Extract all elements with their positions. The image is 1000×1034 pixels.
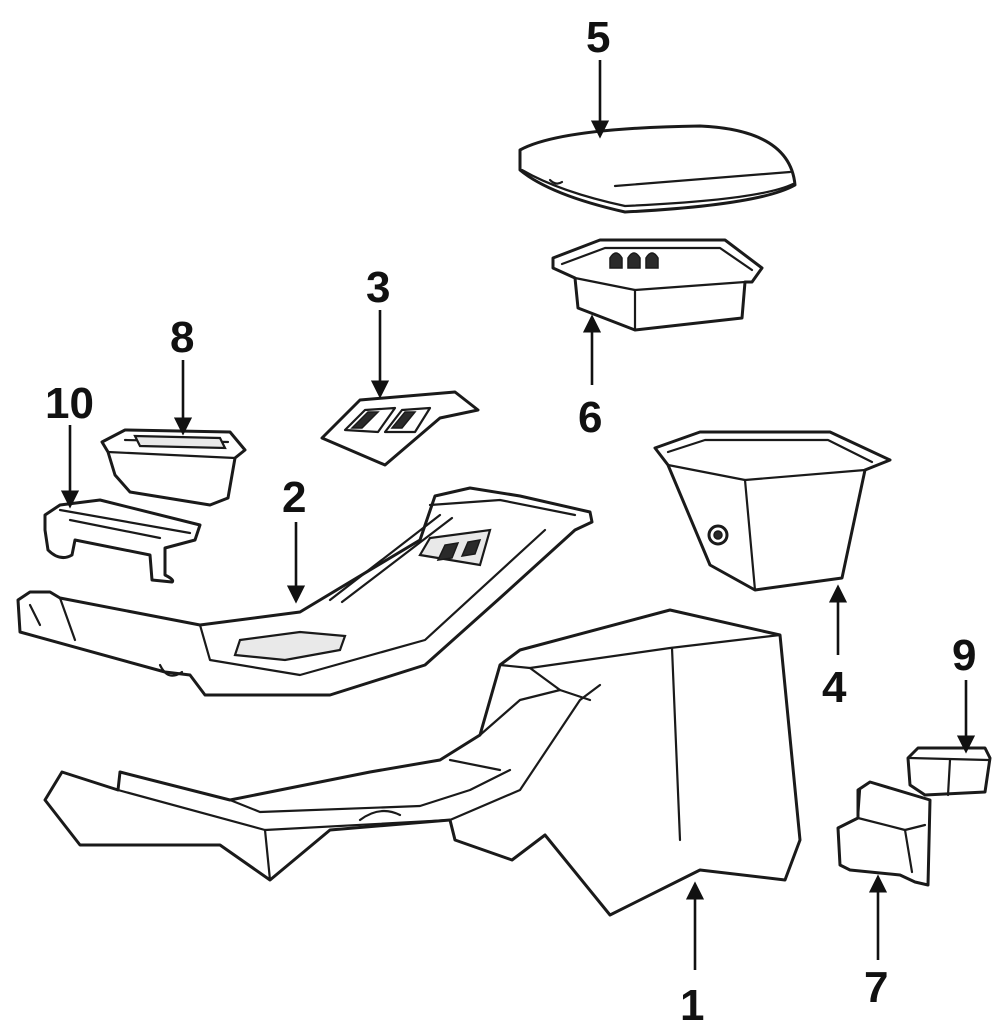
callout-3: 3 bbox=[366, 263, 390, 312]
part-2-console-top-trim[interactable] bbox=[16, 486, 594, 697]
callout-4: 4 bbox=[822, 663, 847, 712]
part-8-coin-tray[interactable] bbox=[100, 428, 247, 507]
callout-2: 2 bbox=[282, 473, 306, 522]
part-7-mount-bracket[interactable] bbox=[836, 780, 932, 887]
callout-5: 5 bbox=[586, 13, 610, 62]
part-5-armrest-lid[interactable] bbox=[518, 124, 797, 214]
part-9-small-cap[interactable] bbox=[906, 746, 992, 797]
callout-9: 9 bbox=[952, 631, 976, 680]
callout-8: 8 bbox=[170, 313, 194, 362]
callout-6: 6 bbox=[578, 393, 602, 442]
part-10-bracket[interactable] bbox=[43, 498, 202, 584]
part-1-console-base[interactable] bbox=[43, 608, 802, 917]
part-4-storage-bin[interactable] bbox=[653, 430, 892, 592]
part-6-storage-tray[interactable] bbox=[551, 238, 764, 332]
callout-10: 10 bbox=[45, 379, 94, 428]
part-3-switch-plate[interactable] bbox=[320, 390, 480, 467]
callout-7: 7 bbox=[864, 963, 888, 1012]
callout-1: 1 bbox=[680, 981, 704, 1030]
